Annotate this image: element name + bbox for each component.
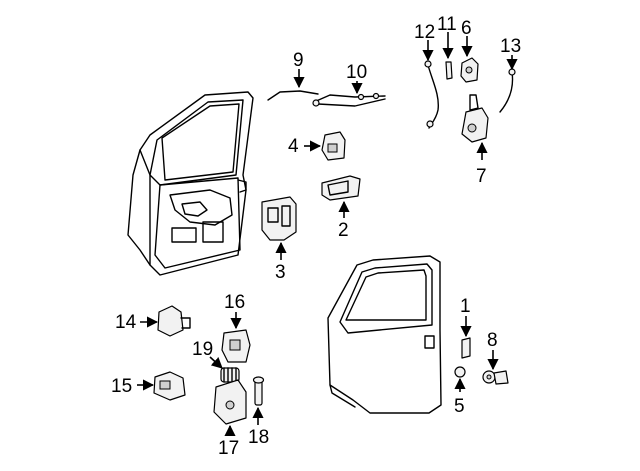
- callout-18: 18: [248, 427, 269, 448]
- callout-labels: 9 10 4 2 3 12 11 6 13 7 14 16 19 15 17 1…: [111, 14, 521, 459]
- actuator-6: [460, 57, 479, 83]
- rod-10: [313, 94, 386, 103]
- cable-12: [427, 64, 440, 129]
- bracket-3: [261, 196, 297, 241]
- callout-4: 4: [288, 136, 299, 157]
- callout-11: 11: [437, 14, 457, 35]
- inner-door-frame: [127, 91, 254, 276]
- leader-arrows: [137, 32, 518, 437]
- latch-7: [461, 94, 489, 143]
- callout-3: 3: [275, 262, 286, 283]
- callout-15: 15: [111, 376, 132, 397]
- callout-14: 14: [115, 312, 137, 333]
- callout-13: 13: [500, 36, 521, 57]
- switch-1: [461, 337, 471, 359]
- callout-2: 2: [338, 220, 349, 241]
- rod-13: [499, 71, 514, 113]
- striker-8: [482, 370, 509, 385]
- callout-1: 1: [460, 296, 471, 317]
- handle-2: [321, 175, 361, 201]
- link-11: [445, 61, 453, 80]
- callout-16-hinge: 16: [224, 292, 245, 313]
- callout-19: 19: [192, 339, 213, 360]
- hinge-17: [213, 379, 247, 425]
- callout-7: 7: [476, 166, 487, 187]
- callout-6: 6: [461, 18, 472, 39]
- callout-5: 5: [454, 396, 465, 417]
- callout-9: 9: [293, 50, 304, 71]
- grommet-5: [454, 366, 466, 378]
- callout-12: 12: [414, 22, 435, 43]
- rod-9: [267, 90, 319, 101]
- hinge-16: [221, 329, 251, 363]
- pin-18: [252, 376, 265, 406]
- hinge-4: [321, 131, 346, 161]
- spring-19: [220, 367, 240, 383]
- callout-8: 8: [487, 330, 498, 351]
- outer-door-shell: [327, 255, 442, 414]
- callout-17: 17: [218, 438, 239, 459]
- hinge-14: [157, 305, 191, 337]
- callout-10: 10: [346, 62, 367, 83]
- hinge-15: [153, 371, 186, 401]
